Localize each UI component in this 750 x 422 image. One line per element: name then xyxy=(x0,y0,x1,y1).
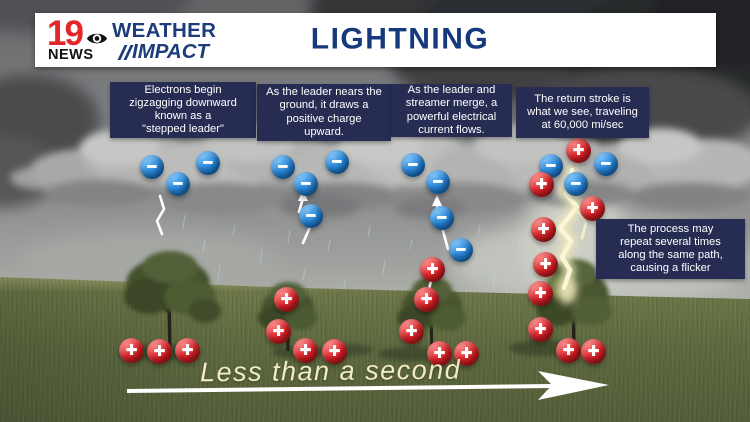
station-name: NEWS xyxy=(48,47,94,63)
positive-charge-icon: + xyxy=(414,287,439,312)
negative-charge-icon: − xyxy=(594,152,618,176)
negative-charge-icon: − xyxy=(539,154,563,178)
positive-charge-icon: + xyxy=(266,319,291,344)
callout-positive-charge: As the leader nears the ground, it draws… xyxy=(257,84,391,141)
callout-stepped-leader: Electrons begin zigzagging downward know… xyxy=(110,82,256,138)
weather-impact-logo: WEATHER IMPACT xyxy=(112,19,216,64)
positive-charge-icon: + xyxy=(399,319,424,344)
negative-charge-icon: − xyxy=(140,155,164,179)
negative-charge-icon: − xyxy=(166,172,190,196)
positive-charge-icon: + xyxy=(556,338,581,363)
brand-line2: IMPACT xyxy=(132,40,210,63)
negative-charge-icon: − xyxy=(426,170,450,194)
negative-charge-icon: − xyxy=(430,206,454,230)
negative-charge-icon: − xyxy=(325,150,349,174)
negative-charge-icon: − xyxy=(564,172,588,196)
negative-charge-icon: − xyxy=(196,151,220,175)
positive-charge-icon: + xyxy=(119,338,144,363)
callout-current-flows: As the leader and streamer merge, a powe… xyxy=(391,84,512,137)
positive-charge-icon: + xyxy=(528,281,553,306)
positive-charge-icon: + xyxy=(274,287,299,312)
negative-charge-icon: − xyxy=(449,238,473,262)
callout-return-stroke: The return stroke is what we see, travel… xyxy=(516,87,649,138)
positive-charge-icon: + xyxy=(528,317,553,342)
positive-charge-icon: + xyxy=(293,338,318,363)
positive-charge-icon: + xyxy=(175,338,200,363)
positive-charge-icon: + xyxy=(147,339,172,364)
positive-charge-icon: + xyxy=(566,138,591,163)
timeline-label: Less than a second xyxy=(199,354,462,388)
positive-charge-icon: + xyxy=(580,196,605,221)
callout-flicker: The process may repeat several times alo… xyxy=(596,219,745,279)
negative-charge-icon: − xyxy=(294,172,318,196)
page-title: LIGHTNING xyxy=(310,22,490,56)
negative-charge-icon: − xyxy=(271,155,295,179)
positive-charge-icon: + xyxy=(322,339,347,364)
cbs-eye-icon xyxy=(86,33,108,44)
positive-charge-icon: + xyxy=(531,217,556,242)
positive-charge-icon: + xyxy=(581,339,606,364)
positive-charge-icon: + xyxy=(420,257,445,282)
positive-charge-icon: + xyxy=(427,341,452,366)
positive-charge-icon: + xyxy=(454,341,479,366)
negative-charge-icon: − xyxy=(401,153,425,177)
station-number: 19 xyxy=(47,14,84,53)
positive-charge-icon: + xyxy=(533,252,558,277)
header-bar: 19 NEWS WEATHER IMPACT LIGHTNING xyxy=(35,13,716,67)
negative-charge-icon: − xyxy=(299,204,323,228)
positive-charge-icon: + xyxy=(529,172,554,197)
brand-line1: WEATHER xyxy=(112,19,217,42)
